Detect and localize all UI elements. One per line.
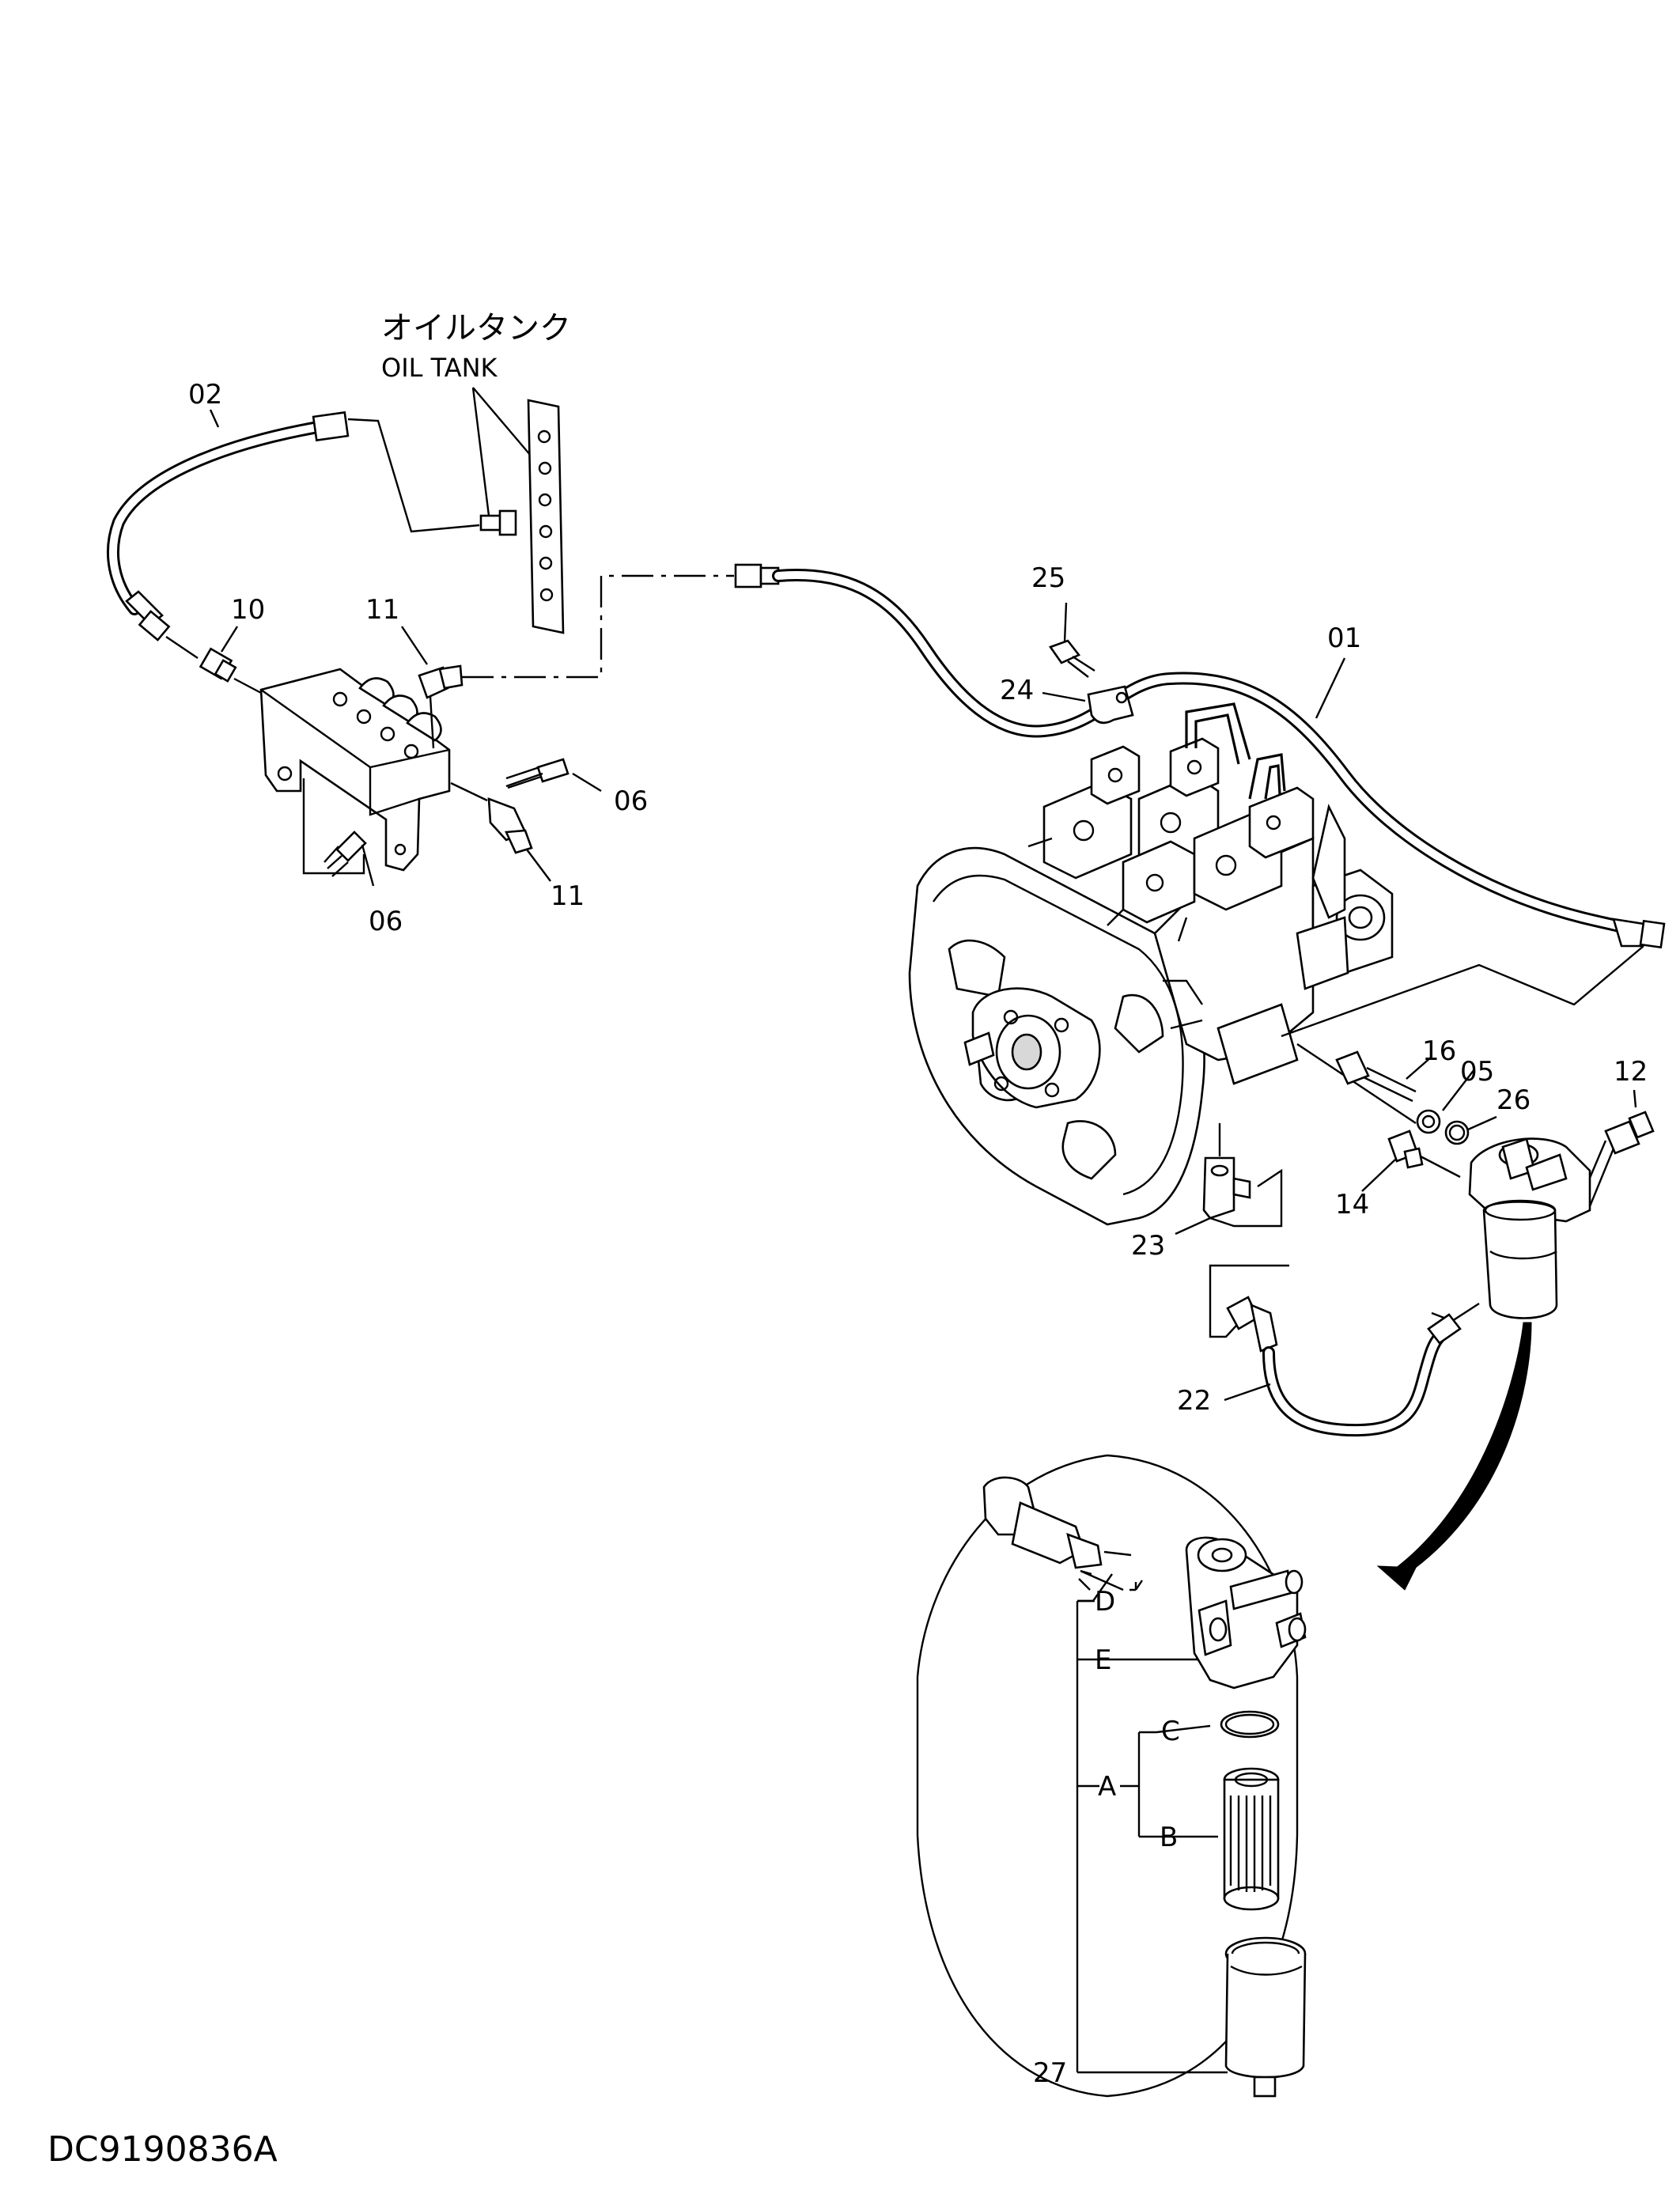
fitting-14-to-filter-line bbox=[1420, 1155, 1461, 1179]
detail-d-tick bbox=[1129, 1580, 1143, 1591]
block-to-11-lower-line bbox=[450, 781, 488, 802]
drawing-code: DC9190836A bbox=[47, 2129, 278, 2170]
callout-06-lower: 06 bbox=[369, 906, 403, 937]
hose-02-to-10-line bbox=[165, 636, 199, 659]
valve-23-bracket-line bbox=[1209, 1168, 1283, 1228]
detail-arrow-head bbox=[1376, 1565, 1417, 1591]
detail-d-to-e-line bbox=[1103, 1550, 1132, 1557]
tank-fitting bbox=[479, 509, 517, 536]
fitting-12 bbox=[1604, 1111, 1655, 1155]
oil-tank-plate bbox=[527, 399, 565, 634]
callout-23: 23 bbox=[1131, 1230, 1165, 1262]
washer-05-leader bbox=[1442, 1069, 1475, 1111]
callout-26: 26 bbox=[1496, 1084, 1531, 1116]
hose-01 bbox=[734, 563, 1666, 949]
hose-02-to-tank-line bbox=[347, 418, 480, 533]
detail-a-bracket bbox=[1120, 1731, 1156, 1838]
detail-callout-c: C bbox=[1161, 1716, 1180, 1747]
detail-callout-e: E bbox=[1095, 1644, 1111, 1676]
callout-16: 16 bbox=[1422, 1035, 1456, 1067]
title-japanese: オイルタンク bbox=[381, 310, 571, 346]
fitting-14 bbox=[1387, 1130, 1424, 1169]
filter-assembly bbox=[1468, 1137, 1591, 1319]
callout-01: 01 bbox=[1327, 622, 1361, 654]
bolt-06-bracket-line bbox=[302, 778, 365, 875]
bolt-25-leader bbox=[1063, 602, 1068, 643]
bolt-06-upper-leader bbox=[572, 772, 602, 793]
detail-callout-b: B bbox=[1160, 1822, 1178, 1853]
clamp-24-leader bbox=[1042, 691, 1086, 702]
title-english: OIL TANK bbox=[381, 353, 498, 383]
detail-c-leader bbox=[1156, 1724, 1211, 1734]
filter-group-frame-top bbox=[1281, 945, 1644, 1038]
callout-25: 25 bbox=[1031, 562, 1065, 594]
fitting-10-to-block-line bbox=[233, 677, 262, 694]
detail-callout-a: A bbox=[1098, 1771, 1116, 1803]
hose-01-leader bbox=[1315, 657, 1346, 719]
callout-11-upper: 11 bbox=[365, 594, 399, 626]
callout-06-upper: 06 bbox=[614, 785, 648, 817]
valve-23-leader bbox=[1175, 1217, 1211, 1236]
callout-14: 14 bbox=[1335, 1189, 1369, 1220]
callout-02: 02 bbox=[188, 379, 222, 411]
valve-23 bbox=[1202, 1156, 1251, 1220]
bolt-06-lower bbox=[324, 831, 367, 877]
detail-part-b bbox=[1223, 1767, 1280, 1911]
bolt-25 bbox=[1048, 639, 1095, 678]
bolt-06-upper bbox=[505, 758, 569, 789]
detail-d-leader bbox=[1080, 1569, 1124, 1591]
fitting-10 bbox=[199, 647, 237, 683]
bolt-06-lower-leader bbox=[361, 844, 375, 887]
hose-02 bbox=[106, 411, 350, 641]
callout-10-leader bbox=[220, 626, 239, 653]
filter-to-hose-22-line bbox=[1431, 1302, 1480, 1323]
callout-24: 24 bbox=[1000, 675, 1034, 706]
callout-12: 12 bbox=[1614, 1056, 1648, 1088]
filter-group-frame-left bbox=[1296, 1043, 1417, 1124]
detail-part-d bbox=[982, 1476, 1103, 1569]
detail-d-bracket bbox=[1078, 1578, 1091, 1591]
detail-part-c bbox=[1220, 1710, 1280, 1739]
detail-part-e bbox=[1185, 1536, 1307, 1690]
detail-arrow bbox=[1391, 1322, 1532, 1580]
clamp-24 bbox=[1087, 685, 1134, 725]
callout-05: 05 bbox=[1460, 1056, 1494, 1088]
callout-22: 22 bbox=[1177, 1385, 1211, 1417]
fitting-12-leader bbox=[1633, 1089, 1637, 1108]
callout-02-leader bbox=[209, 409, 220, 428]
callout-11-lower: 11 bbox=[551, 880, 585, 912]
callout-10: 10 bbox=[231, 594, 265, 626]
detail-callout-d: D bbox=[1095, 1586, 1115, 1618]
pump-assembly bbox=[908, 702, 1394, 1226]
bolt-16-leader bbox=[1406, 1056, 1432, 1080]
callout-27: 27 bbox=[1033, 2057, 1067, 2089]
fitting-14-leader bbox=[1361, 1159, 1396, 1192]
hose-01-route-line bbox=[462, 574, 734, 679]
hose-22-leader bbox=[1224, 1383, 1271, 1402]
elbow-11-lower bbox=[487, 797, 533, 854]
hose-22 bbox=[1226, 1296, 1462, 1437]
bolt-16 bbox=[1335, 1050, 1417, 1103]
hose-22-bracket-line bbox=[1209, 1264, 1289, 1338]
detail-d-connector bbox=[1077, 1573, 1113, 1603]
o-ring-26-leader bbox=[1467, 1115, 1497, 1131]
elbow-11-upper-leader bbox=[401, 626, 428, 665]
elbow-11-lower-leader bbox=[526, 849, 551, 882]
elbow-11-upper bbox=[418, 664, 464, 749]
washer-05 bbox=[1416, 1109, 1441, 1134]
detail-filter-bowl bbox=[1224, 1936, 1307, 2098]
